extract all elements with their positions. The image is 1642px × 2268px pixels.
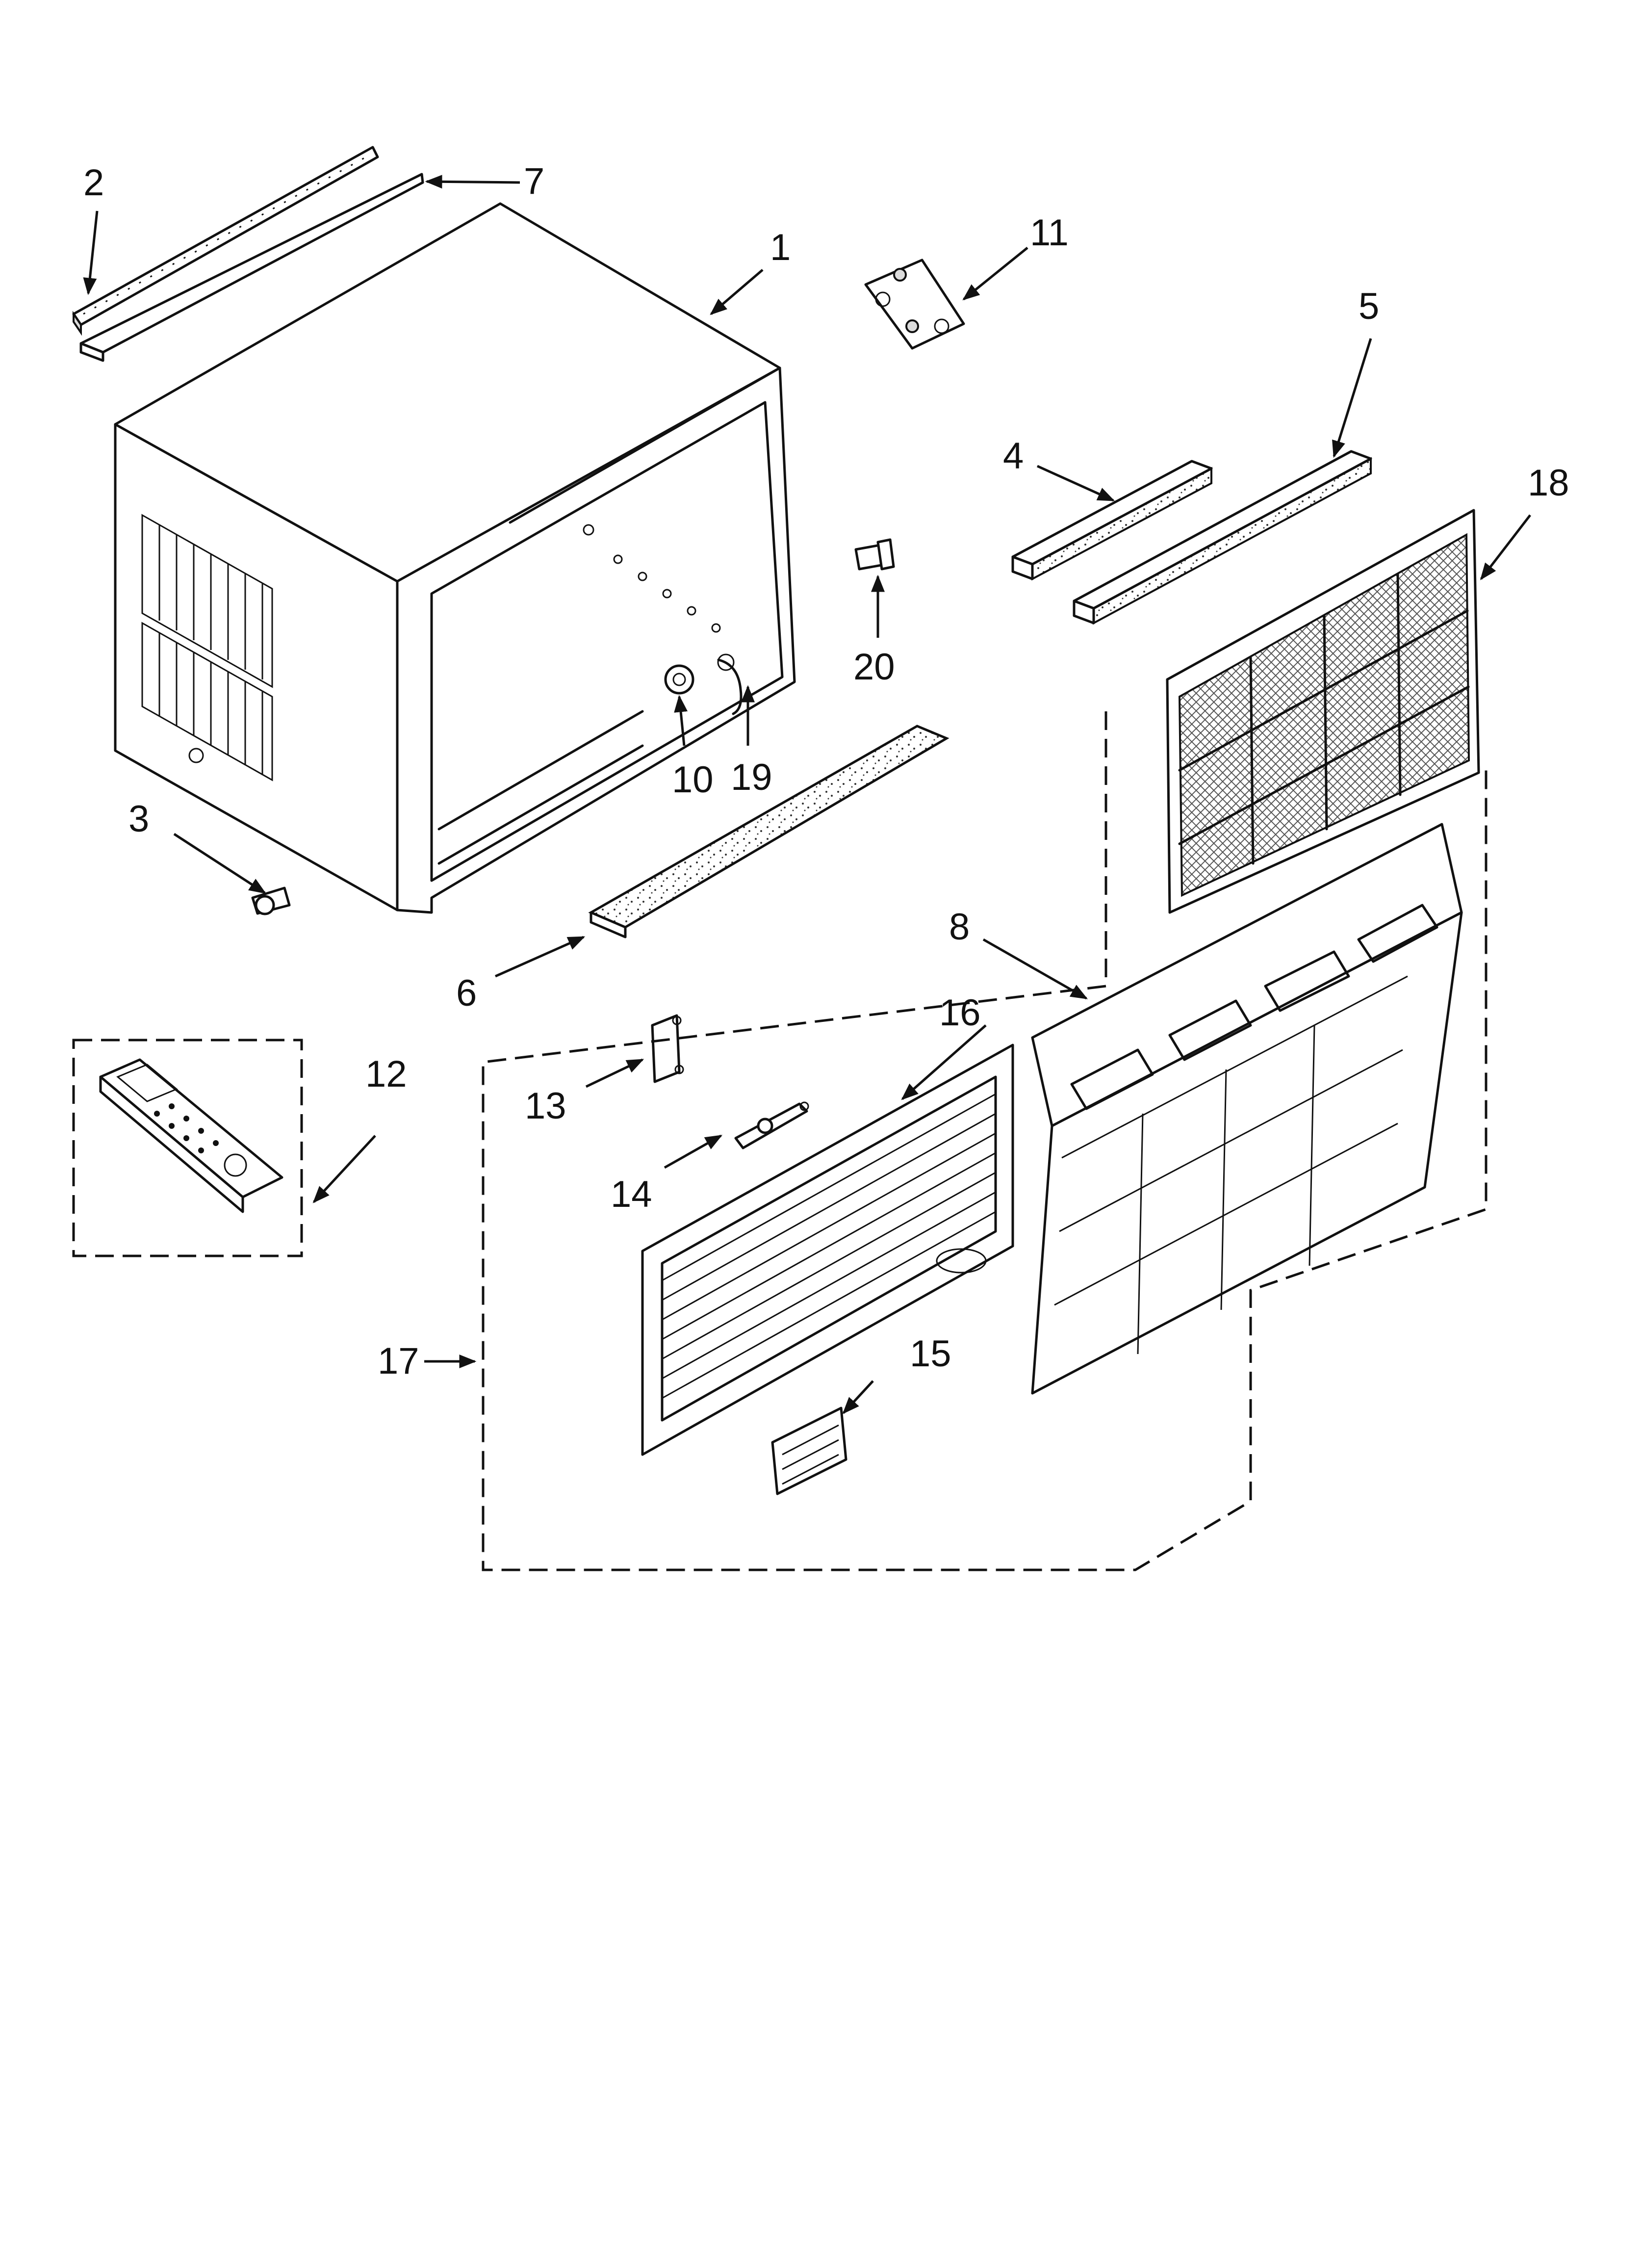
callout-13: 13 (525, 1085, 566, 1127)
callout-8: 8 (949, 906, 970, 948)
remote-box (72, 1039, 303, 1257)
top-channel-part-7 (79, 173, 424, 362)
clip-part-19 (717, 653, 743, 715)
bracket-part-11 (864, 259, 965, 350)
callout-5: 5 (1359, 286, 1379, 327)
link-part-14 (734, 1101, 809, 1149)
callout-4: 4 (1003, 435, 1024, 477)
strip-part-4 (1011, 460, 1213, 581)
callout-11: 11 (1030, 212, 1069, 254)
leader-lines (83, 175, 1531, 1414)
callout-3: 3 (128, 798, 149, 840)
panel-grid (1054, 975, 1408, 1355)
grille-part-16 (641, 1043, 1014, 1456)
callout-10: 10 (672, 759, 714, 801)
bottom-strip-part-6 (588, 725, 949, 938)
callout-14: 14 (611, 1173, 652, 1215)
assembly-outline-part-17 (482, 711, 1488, 1571)
side-louvers (158, 525, 263, 775)
grille-louvers (662, 1093, 996, 1399)
strip-part-5 (1073, 450, 1372, 625)
cabinet-part-1 (114, 202, 796, 914)
louver-part-15 (771, 1407, 847, 1495)
callout-20: 20 (853, 646, 895, 688)
top-rail-part-2 (72, 146, 379, 336)
remote-buttons (154, 1103, 247, 1177)
callout-15: 15 (910, 1333, 951, 1375)
bolt-part-20 (854, 538, 895, 571)
nut-part-10 (664, 664, 694, 695)
callout-12: 12 (365, 1053, 407, 1095)
hinge-part-13 (651, 1014, 684, 1083)
callout-16: 16 (939, 992, 981, 1034)
callout-19: 19 (731, 756, 772, 798)
callout-labels: 2 7 1 11 5 4 18 20 19 10 3 6 8 12 13 16 … (83, 160, 1569, 1382)
callout-17: 17 (378, 1340, 419, 1382)
callout-6: 6 (456, 972, 477, 1014)
front-panel-part-8 (1031, 823, 1463, 1395)
remote-part-12 (72, 1039, 303, 1257)
screw-part-3 (251, 886, 291, 915)
callout-1: 1 (770, 227, 791, 268)
callout-18: 18 (1528, 462, 1569, 504)
callout-2: 2 (83, 162, 104, 204)
callout-7: 7 (524, 160, 544, 202)
filter-part-18 (1166, 509, 1480, 914)
